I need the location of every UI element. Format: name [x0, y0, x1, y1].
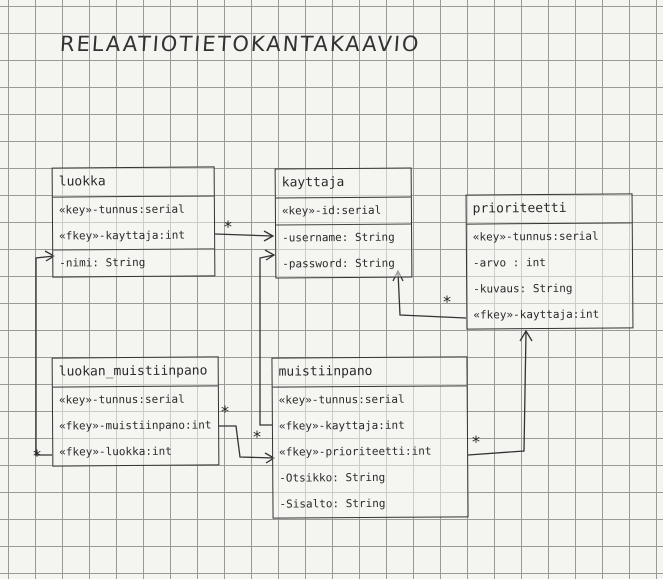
attribute-row: «fkey»-kayttaja:int [53, 222, 215, 251]
arrowhead-muistiinpano-to-kayttaja [264, 249, 276, 261]
attribute-row: -Sisalto: String [279, 496, 386, 511]
multiplicity-star: * [33, 446, 41, 465]
multiplicity-star: * [253, 427, 261, 446]
line-muistiinpano-to-kayttaja [259, 254, 275, 426]
line-luokka-to-kayttaja [214, 233, 273, 237]
table-luokka: luokka «key»-tunnus:serial «fkey»-kaytta… [51, 166, 216, 278]
table-name: luokka [52, 167, 214, 198]
multiplicity-star: * [221, 402, 229, 421]
attribute-row: «key»-tunnus:serial [472, 229, 599, 244]
line-prioriteetti-to-kayttaja [397, 271, 467, 319]
attribute-row: «key»-id:serial [275, 197, 412, 226]
table-prioriteetti: prioriteetti «key»-tunnus:serial -arvo :… [465, 193, 634, 330]
attribute-row: «fkey»-kayttaja:int [278, 418, 405, 433]
attribute-row: «fkey»-muistiinpano:int [59, 418, 212, 433]
arrowhead-luokka-to-kayttaja [263, 230, 275, 242]
attribute-row: -username: String [282, 230, 395, 245]
line-muistiinpano-to-prioriteetti [467, 331, 527, 456]
attribute-row: -Otsikko: String [279, 470, 386, 485]
table-kayttaja: kayttaja «key»-id:serial -username: Stri… [274, 167, 413, 279]
table-name: luokan_muistiinpano [52, 357, 218, 388]
attribute-row: -arvo : int [472, 256, 546, 270]
arrowhead-muistiinpano-to-prioriteetti [519, 329, 533, 342]
multiplicity-star: * [224, 217, 232, 236]
table-muistiinpano: muistiinpano «key»-tunnus:serial «fkey»-… [271, 356, 469, 519]
line-luokanmuistiinpano-to-muistiinpano [218, 425, 275, 459]
table-name: muistiinpano [272, 357, 467, 388]
attribute-row: «key»-tunnus:serial [58, 392, 185, 407]
table-luokan-muistiinpano: luokan_muistiinpano «key»-tunnus:serial … [51, 356, 220, 467]
attribute-row: -nimi: String [59, 255, 146, 270]
multiplicity-star: * [443, 292, 451, 311]
attribute-row: «key»-tunnus:serial [58, 202, 185, 217]
attribute-row: «fkey»-kayttaja:int [473, 307, 600, 322]
attribute-row: «fkey»-prioriteetti:int [279, 444, 432, 459]
attribute-row: -kuvaus: String [473, 281, 573, 296]
attribute-row: «fkey»-luokka:int [59, 444, 172, 459]
table-name: prioriteetti [466, 194, 632, 225]
attribute-row: «key»-tunnus:serial [278, 392, 405, 407]
attribute-row: -password: String [282, 256, 395, 271]
table-name: kayttaja [275, 168, 411, 199]
multiplicity-star: * [472, 432, 480, 451]
line-luokanmuistiinpano-to-luokka [35, 255, 55, 456]
